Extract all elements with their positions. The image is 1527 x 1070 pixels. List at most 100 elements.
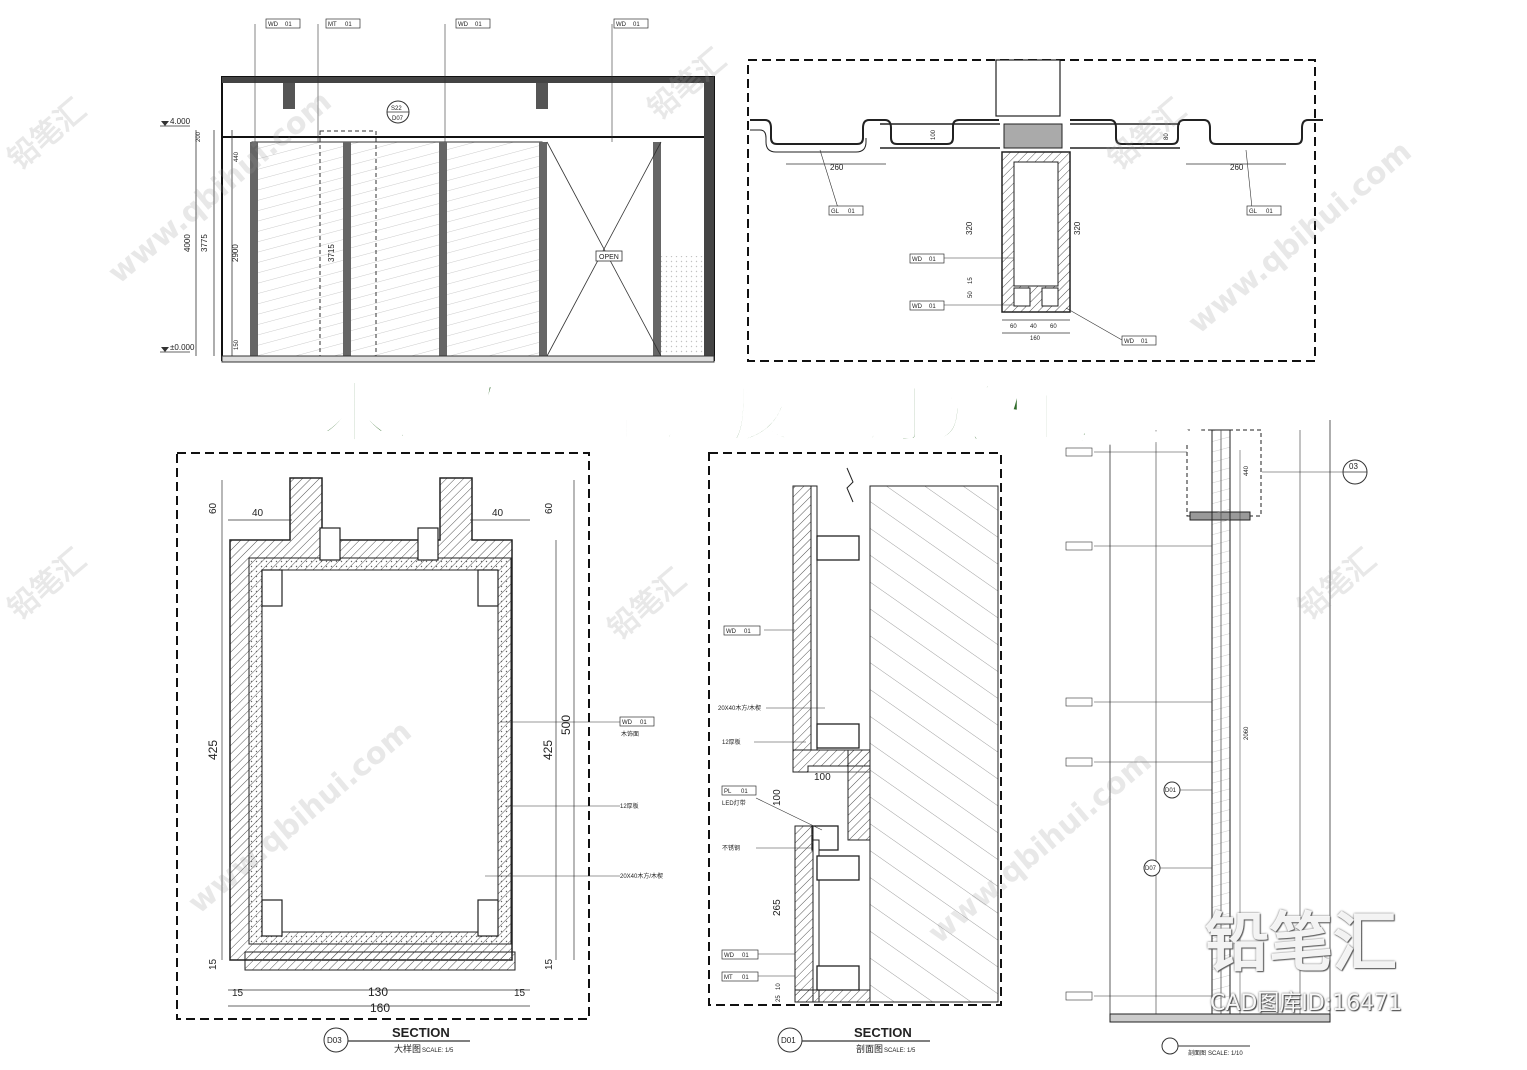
dim-260-left: 260 <box>830 163 844 172</box>
tag-code: WD <box>912 304 923 310</box>
tag-num: 01 <box>633 22 640 28</box>
section-caption: 剖面图 <box>856 1043 883 1054</box>
note-timber: 20X40木方/木楔 <box>718 704 761 712</box>
tag-num: 01 <box>744 629 751 635</box>
dim-15-bl: 15 <box>232 988 244 999</box>
dim-425-left: 425 <box>206 740 220 760</box>
dim-50: 50 <box>968 291 974 298</box>
tag-num: 01 <box>1266 209 1273 215</box>
dim-500: 500 <box>559 715 573 735</box>
dim-265: 265 <box>772 899 783 916</box>
dim-15: 15 <box>968 277 974 284</box>
dim-260-right: 260 <box>1230 163 1244 172</box>
dim-440: 440 <box>234 151 240 162</box>
tag-num: 01 <box>285 22 292 28</box>
tag-num: 01 <box>929 257 936 263</box>
note-board: 12厚板 <box>722 738 741 746</box>
section-tag-bottom: D07 <box>392 116 404 122</box>
dim-25: 25 <box>776 995 782 1002</box>
plan-detail-drawing: 260 100 80 260 320 320 60 40 60 160 50 1… <box>747 59 1323 362</box>
tag-code: MT <box>724 975 733 981</box>
tag-num: 01 <box>929 304 936 310</box>
dim-40: 40 <box>1030 324 1037 330</box>
tag-code: GL <box>1249 209 1258 215</box>
tag-num: 01 <box>640 720 647 726</box>
tag-num: 01 <box>848 209 855 215</box>
dim-60b: 60 <box>1050 324 1057 330</box>
dim-15-left: 15 <box>208 958 219 970</box>
tag-code: GL <box>831 209 840 215</box>
marker-d01: D01 <box>1165 788 1177 794</box>
dim-40-right: 40 <box>492 508 504 519</box>
tag-code: PL <box>724 789 732 795</box>
dim-10: 10 <box>776 983 782 990</box>
dim-100: 100 <box>931 129 937 140</box>
section-right-caption: 剖面图 <box>1188 1049 1206 1057</box>
tag-num: 01 <box>742 975 749 981</box>
dim-2060: 2060 <box>1244 726 1250 740</box>
tag-code: WD <box>1124 339 1135 345</box>
marker-d07: D07 <box>1145 866 1157 872</box>
tag-code: WD <box>726 629 737 635</box>
tag-code: MT <box>328 22 337 28</box>
tag-code: WD <box>912 257 923 263</box>
brand-logo-text: 铅笔汇 <box>1205 907 1397 981</box>
section-heading: SECTION <box>392 1025 450 1040</box>
tag-num: 01 <box>345 22 352 28</box>
tag-code: WD <box>724 953 735 959</box>
dim-100-h: 100 <box>814 772 831 783</box>
tag-code: WD <box>268 22 279 28</box>
plan-tag-group: GL 01 WD 01 WD 01 WD 01 GL 01 <box>819 149 1282 346</box>
section-right-scale: SCALE: 1/10 <box>1208 1051 1243 1057</box>
dim-3775: 3775 <box>200 234 209 252</box>
dim-80: 80 <box>1164 133 1170 140</box>
tag-code: WD <box>622 720 633 726</box>
dim-60-left: 60 <box>208 502 219 514</box>
open-label: OPEN <box>599 254 619 261</box>
elevation-drawing: OPEN S22 D07 4000 3775 2900 3715 440 200… <box>160 18 715 363</box>
dim-100-v: 100 <box>772 789 783 806</box>
dim-160: 160 <box>370 1001 390 1015</box>
section-caption: 大样图 <box>394 1043 421 1054</box>
tag-num: 01 <box>1141 339 1148 345</box>
dim-4000: 4000 <box>183 234 192 252</box>
note-steel: 不锈钢 <box>722 844 740 852</box>
section-scale: SCALE: 1/5 <box>422 1048 454 1054</box>
section-tag: D03 <box>327 1036 342 1045</box>
dim-320-right: 320 <box>1073 221 1082 235</box>
tag-num: 01 <box>742 953 749 959</box>
section-scale: SCALE: 1/5 <box>884 1048 916 1054</box>
dim-3715: 3715 <box>327 244 336 262</box>
elevation-tag-group: WD 01 MT 01 WD 01 WD 01 <box>254 18 649 142</box>
section-tag-top: S22 <box>391 106 402 112</box>
section-d03-drawing: 40 40 60 60 425 500 425 15 15 15 130 15 … <box>176 452 663 1054</box>
tag-num: 01 <box>475 22 482 28</box>
level-top: 4.000 <box>170 117 191 126</box>
dim-160: 160 <box>1030 336 1041 342</box>
tag-code: WD <box>616 22 627 28</box>
tag-code: WD <box>458 22 469 28</box>
section-d01-drawing: 100 100 265 25 10 WD 01 20X40木方/木楔 12厚板 … <box>708 452 1002 1054</box>
level-bottom: ±0.000 <box>170 343 195 352</box>
dim-200: 200 <box>196 131 202 142</box>
tag-num: 01 <box>741 789 748 795</box>
note-board: 12厚板 <box>620 802 639 810</box>
page-title: 木饰面造型漫反射灯光柱详图 <box>320 374 1206 454</box>
tag-note: 木饰面 <box>621 730 639 738</box>
dim-15-right: 15 <box>544 958 555 970</box>
dim-440: 440 <box>1244 465 1250 476</box>
dim-15-br: 15 <box>514 988 526 999</box>
dim-425-right: 425 <box>541 740 555 760</box>
section-heading: SECTION <box>854 1025 912 1040</box>
dim-2900: 2900 <box>231 244 240 262</box>
dim-130: 130 <box>368 985 388 999</box>
dim-60a: 60 <box>1010 324 1017 330</box>
section-right-drawing: 440 2060 03 D01 D07 剖面图 SCALE: 1/10 <box>1065 420 1368 1057</box>
dim-150: 150 <box>234 339 240 350</box>
brand-id: CAD图库ID:16471 <box>1210 991 1403 1016</box>
dim-60-right: 60 <box>544 502 555 514</box>
note-led: LED灯带 <box>722 799 746 807</box>
dim-320-left: 320 <box>965 221 974 235</box>
section-tag: D01 <box>781 1036 796 1045</box>
